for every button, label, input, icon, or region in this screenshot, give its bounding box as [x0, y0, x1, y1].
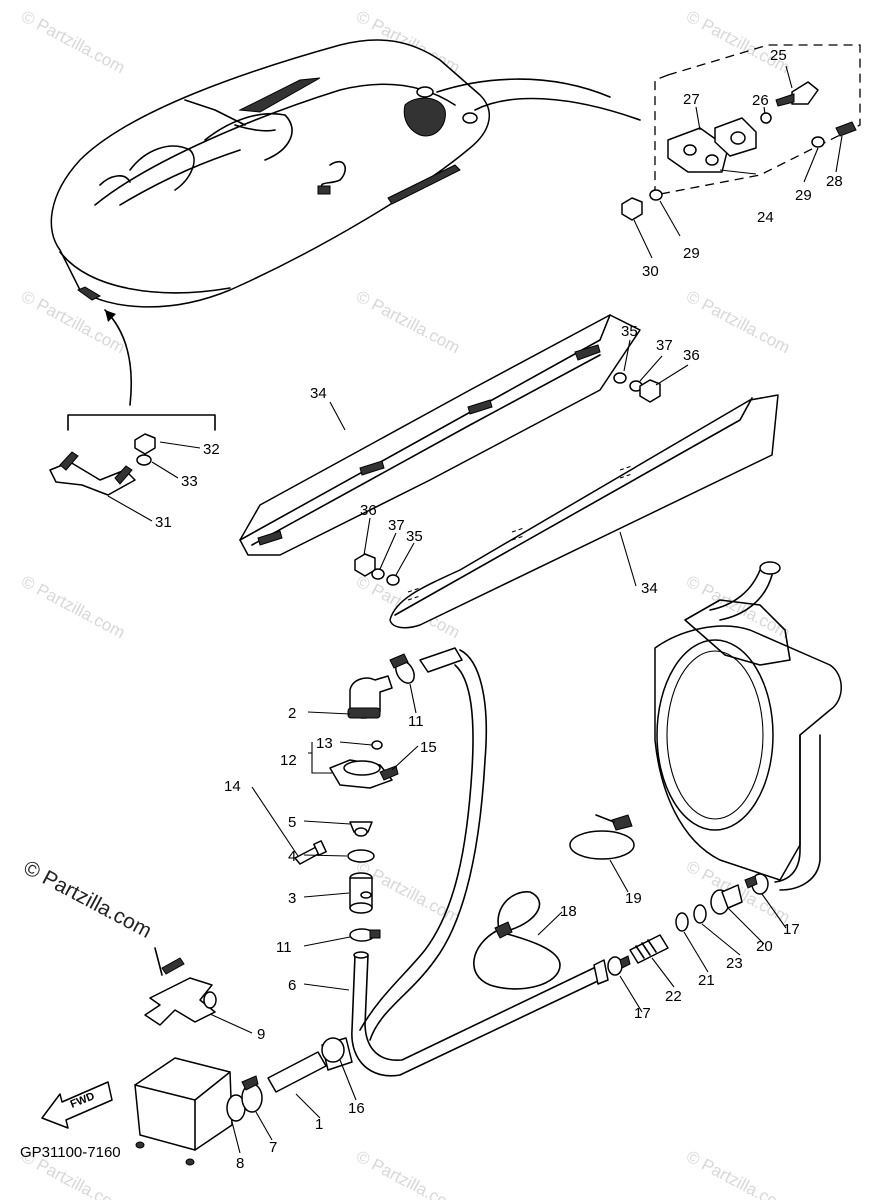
callout-19: 19 [625, 890, 642, 907]
fitting-2 [347, 675, 393, 719]
fitting-22 [629, 934, 669, 964]
callout-32: 32 [203, 441, 220, 458]
hose-6 [353, 951, 369, 959]
band-19 [569, 814, 635, 860]
callout-17: 17 [783, 921, 800, 938]
callout-2: 2 [288, 705, 296, 722]
callout-8: 8 [236, 1155, 244, 1172]
callout-29: 29 [795, 187, 812, 204]
hoses [267, 647, 609, 1093]
callout-9: 9 [257, 1026, 265, 1043]
callout-24: 24 [757, 209, 774, 226]
callout-30: 30 [642, 263, 659, 280]
callout-11: 11 [408, 713, 424, 730]
callout-5: 5 [288, 814, 296, 831]
diagram-code: GP31100-7160 [20, 1144, 121, 1161]
watermark: © Partzilla.com [18, 7, 128, 78]
callout-25: 25 [770, 47, 787, 64]
callout-21: 21 [698, 972, 715, 989]
callout-37: 37 [656, 337, 673, 354]
fwd-arrow: FWD [41, 1081, 113, 1129]
grommet-5 [349, 821, 373, 837]
callout-1: 1 [315, 1116, 323, 1133]
clamp-17-right [744, 873, 769, 895]
callout-6: 6 [288, 977, 296, 994]
valve-3 [349, 872, 373, 914]
jet-pump-housing [654, 561, 842, 891]
bracket-9 [144, 947, 217, 1026]
callout-35: 35 [621, 323, 638, 340]
callout-17: 17 [634, 1005, 651, 1022]
arrow-bottom-to-craft [104, 309, 133, 406]
callout-14: 14 [224, 778, 241, 795]
fitting-20 [710, 884, 743, 915]
watermark: © Partzilla.com [683, 1147, 793, 1200]
water-box-8 [134, 1057, 246, 1166]
callout-18: 18 [560, 903, 577, 920]
watermark: © Partzilla.com [353, 287, 463, 358]
clamp-11-mid [349, 928, 381, 942]
sponson-left [239, 314, 661, 556]
watermark: © Partzilla.com [18, 572, 128, 643]
band-18 [473, 891, 561, 990]
joint-16 [321, 1037, 353, 1071]
bracket-group [49, 414, 216, 496]
callout-22: 22 [665, 988, 682, 1005]
callout-26: 26 [752, 92, 769, 109]
callout-15: 15 [420, 739, 437, 756]
leader-lines [107, 65, 843, 1154]
callout-36: 36 [360, 502, 377, 519]
callout-37: 37 [388, 517, 405, 534]
callout-34: 34 [641, 580, 658, 597]
callout-13: 13 [316, 735, 333, 752]
callout-31: 31 [155, 514, 172, 531]
callout-3: 3 [288, 890, 296, 907]
callout-7: 7 [269, 1139, 277, 1156]
sponson-right [354, 394, 779, 629]
callout-11: 11 [276, 939, 292, 956]
callout-34: 34 [310, 385, 327, 402]
holder-12 [329, 740, 399, 789]
arrow-rear-to-craft [436, 78, 611, 98]
callout-23: 23 [726, 955, 743, 972]
watercraft-illustration [50, 39, 490, 308]
callout-28: 28 [826, 173, 843, 190]
callout-27: 27 [683, 91, 700, 108]
watermark-main: © Partzilla.com [20, 856, 156, 943]
callout-12: 12 [280, 752, 297, 769]
clamp-17-left [607, 955, 631, 976]
callout-29: 29 [683, 245, 700, 262]
callout-35: 35 [406, 528, 423, 545]
clamp-11-top [389, 653, 415, 684]
callout-16: 16 [348, 1100, 365, 1117]
callout-labels: 25 26 27 24 28 29 29 30 35 37 36 34 32 3… [155, 47, 843, 1172]
washer-21 [675, 912, 689, 932]
drain-plug-group [621, 44, 861, 221]
callout-36: 36 [683, 347, 700, 364]
watermark: © Partzilla.com [683, 7, 793, 78]
washer-23 [693, 904, 707, 924]
watermark: © Partzilla.com [353, 1147, 463, 1200]
bolt-14 [294, 840, 327, 865]
o-ring-4 [347, 849, 375, 863]
callout-20: 20 [756, 938, 773, 955]
clamp-7 [241, 1075, 263, 1113]
callout-4: 4 [288, 848, 296, 865]
callout-33: 33 [181, 473, 198, 490]
arrow-rear-to-craft [474, 97, 641, 121]
